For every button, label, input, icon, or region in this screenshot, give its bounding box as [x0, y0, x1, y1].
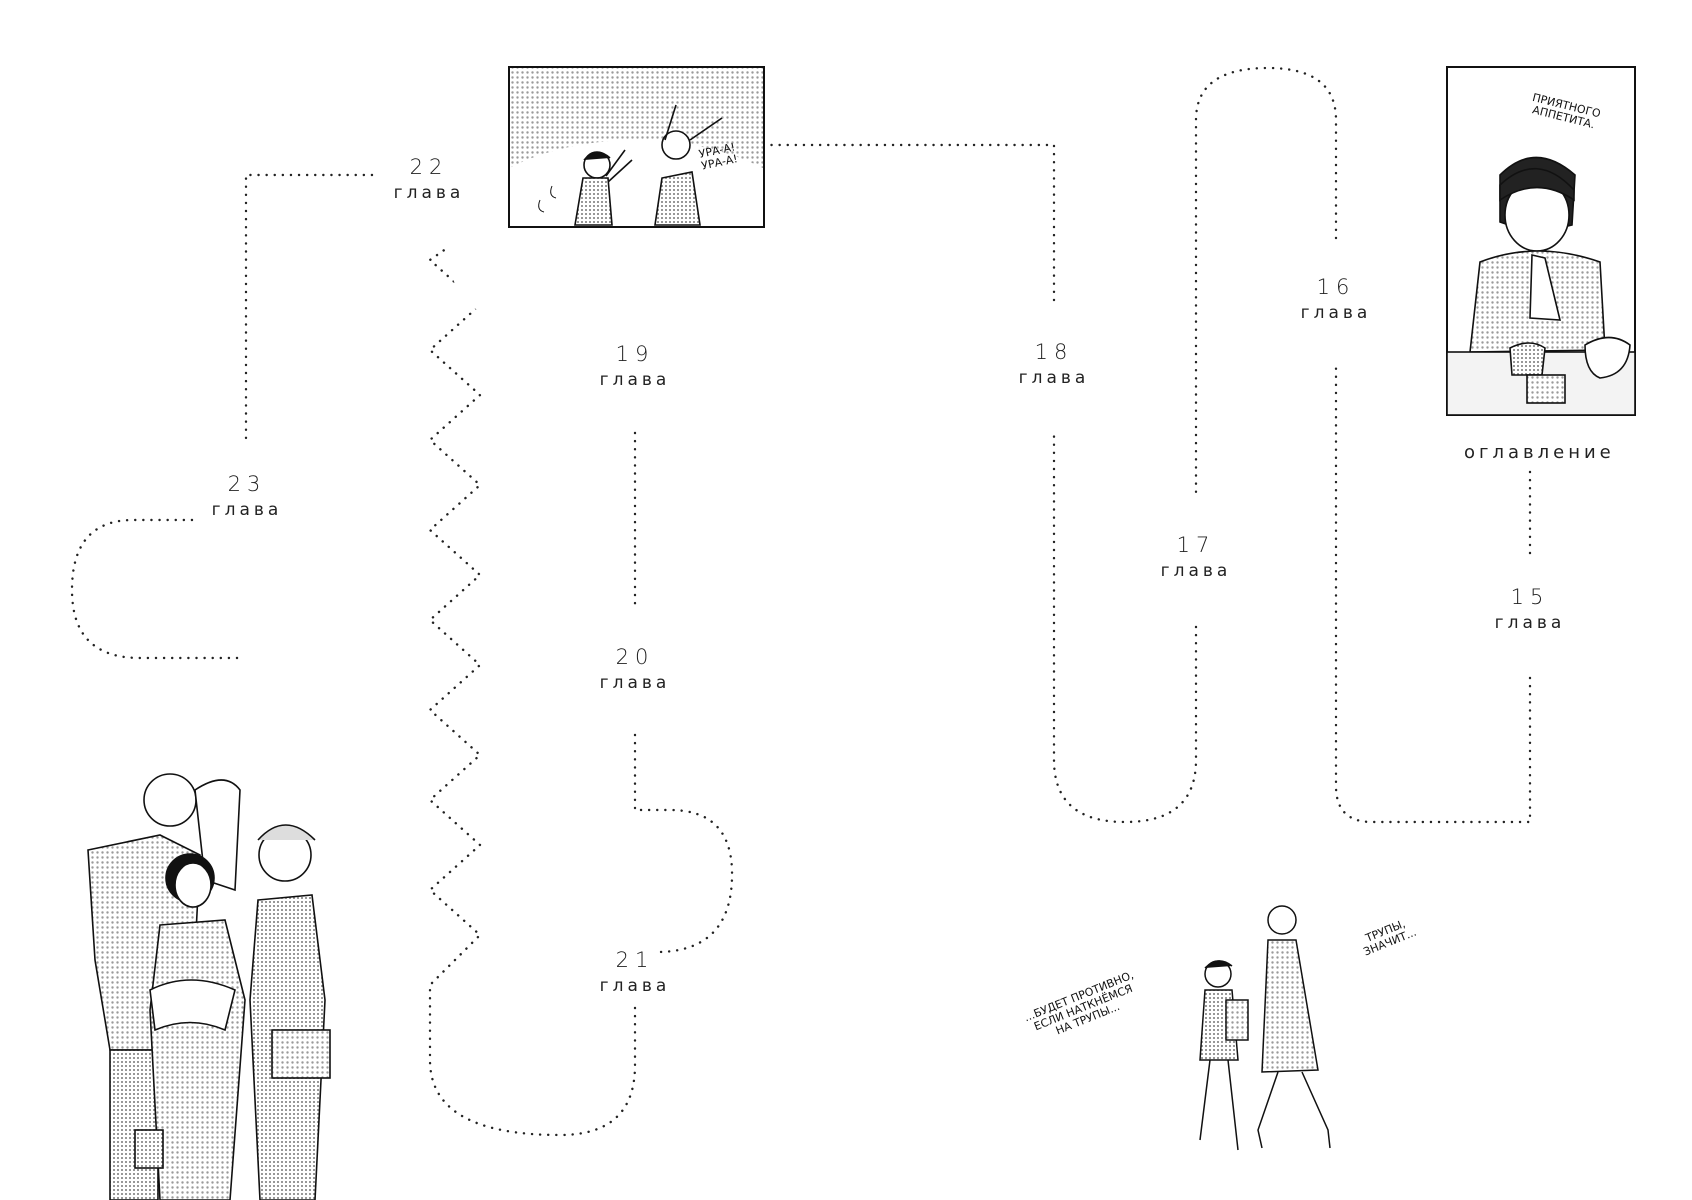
chapter-16-label[interactable]: 16 глава [1256, 275, 1416, 323]
chapter-19-label[interactable]: 19 глава [555, 342, 715, 390]
chapter-number: 16 [1316, 275, 1356, 299]
festival-group-illustration [87, 773, 331, 1200]
chapter-word: глава [1494, 613, 1566, 633]
chapter-number: 23 [227, 472, 267, 496]
chapter-number: 18 [1034, 340, 1074, 364]
chapter-number: 20 [615, 645, 655, 669]
chapter-number: 21 [615, 948, 655, 972]
chapter-number: 19 [615, 342, 655, 366]
chapter-word: глава [599, 673, 671, 693]
chapter-number: 22 [409, 155, 449, 179]
chapter-word: глава [599, 370, 671, 390]
chapter-15-label[interactable]: 15 глава [1450, 585, 1610, 633]
chapter-word: глава [1018, 368, 1090, 388]
chapter-22-label[interactable]: 22 глава [349, 155, 509, 203]
chapter-word: глава [599, 976, 671, 996]
chapter-word: глава [1300, 303, 1372, 323]
chapter-23-label[interactable]: 23 глава [167, 472, 327, 520]
chapter-21-label[interactable]: 21 глава [555, 948, 715, 996]
toc-title: оглавление [1464, 442, 1615, 463]
chapter-18-label[interactable]: 18 глава [974, 340, 1134, 388]
chapter-word: глава [1160, 561, 1232, 581]
cheering-panel [446, 66, 826, 360]
chapter-20-label[interactable]: 20 глава [555, 645, 715, 693]
chapter-word: глава [211, 500, 283, 520]
chapter-number: 15 [1510, 585, 1550, 609]
chapter-word: глава [393, 183, 465, 203]
chapter-number: 17 [1176, 533, 1216, 557]
walking-kids-illustration [1199, 905, 1331, 1151]
chapter-17-label[interactable]: 17 глава [1116, 533, 1276, 581]
dinner-panel [1446, 66, 1636, 416]
